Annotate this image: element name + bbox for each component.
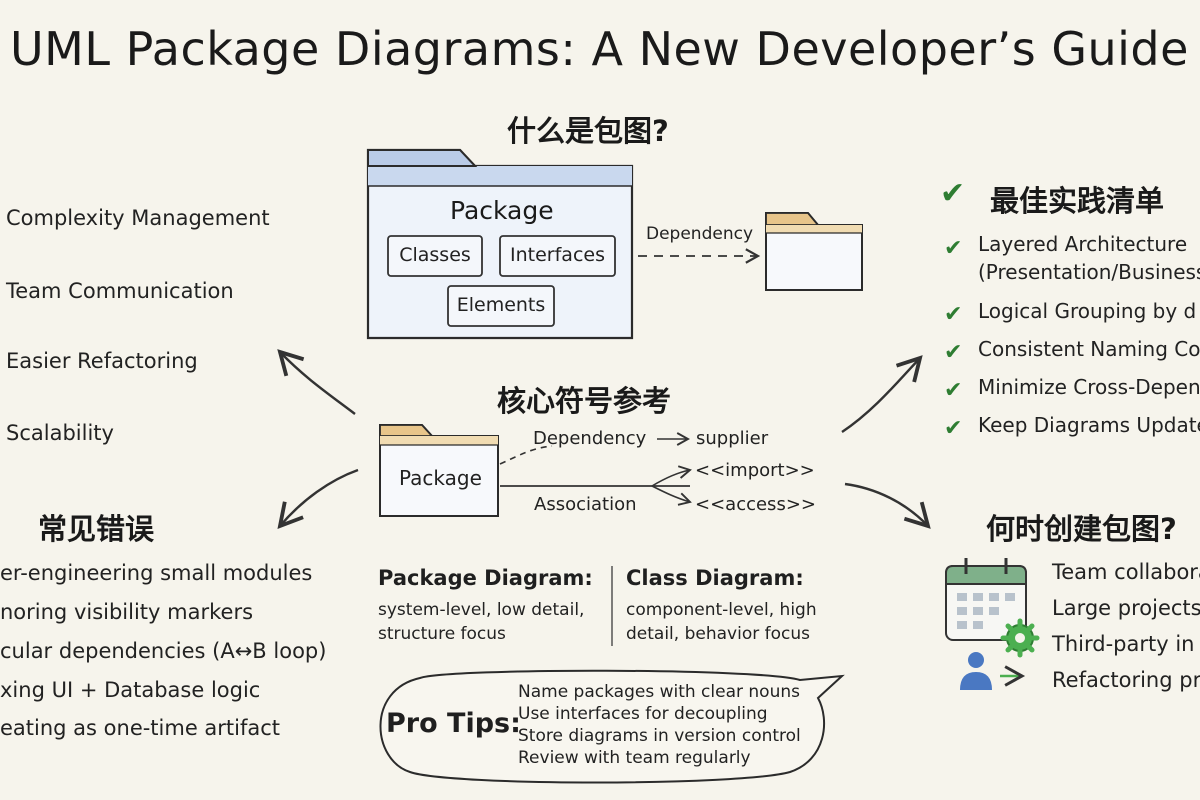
core-package-label: Package (399, 466, 482, 490)
classes-box: Classes (399, 244, 471, 266)
check-icon: ✔ (944, 340, 963, 365)
main-package-label: Package (450, 196, 554, 225)
dependency-dashed-line (499, 445, 553, 465)
access-arrow (651, 485, 692, 506)
access-label: <<access>> (695, 494, 816, 515)
interfaces-box: Interfaces (510, 244, 605, 266)
page-title: UML Package Diagrams: A New Developer’s … (10, 22, 1189, 76)
mistake-item: cular dependencies (A↔B loop) (0, 639, 327, 663)
mistakes-heading: 常见错误 (38, 512, 155, 546)
pro-tips-bubble (379, 669, 845, 784)
arrow-to-when (844, 482, 931, 529)
interfaces-box-shape (499, 235, 616, 277)
check-icon: ✔ (940, 176, 966, 211)
best-practice-item: Keep Diagrams Update (978, 413, 1200, 437)
package-diagram-title: Package Diagram: (378, 566, 593, 590)
when-item: Team collabora (1052, 560, 1200, 584)
benefit-item: Complexity Management (6, 206, 270, 230)
pro-tip-item: Review with team regularly (518, 748, 751, 768)
import-arrow (651, 465, 692, 487)
mistake-item: er-engineering small modules (0, 561, 313, 585)
main-package-folder (366, 148, 634, 340)
benefit-item: Scalability (6, 421, 114, 445)
pro-tip-item: Store diagrams in version control (518, 726, 801, 746)
check-icon: ✔ (944, 236, 963, 261)
person-icon-shape (960, 652, 1026, 690)
elements-box-shape (447, 285, 555, 327)
pro-tip-item: Use interfaces for decoupling (518, 704, 768, 724)
mistake-item: xing UI + Database logic (0, 678, 261, 702)
check-icon: ✔ (944, 302, 963, 327)
when-item: Third-party in (1052, 632, 1195, 656)
pro-tip-item: Name packages with clear nouns (518, 682, 800, 702)
what-is-heading: 什么是包图? (507, 114, 669, 148)
benefit-item: Team Communication (6, 279, 234, 303)
benefit-item: Easier Refactoring (6, 349, 198, 373)
import-label: <<import>> (695, 460, 815, 481)
association-label: Association (534, 494, 637, 515)
elements-box: Elements (456, 294, 546, 316)
arrow-to-mistakes (277, 468, 359, 530)
arrow-to-best-practices (841, 355, 923, 433)
core-package-folder (379, 424, 499, 517)
when-heading: 何时创建包图? (986, 512, 1177, 546)
class-diagram-title: Class Diagram: (626, 566, 804, 590)
best-practice-item: Logical Grouping by d (978, 299, 1197, 323)
supplier-label: supplier (696, 428, 769, 449)
when-item: Refactoring pr (1052, 668, 1200, 692)
mistake-item: eating as one-time artifact (0, 716, 281, 740)
check-icon: ✔ (944, 378, 963, 403)
best-practices-heading: 最佳实践清单 (990, 184, 1165, 218)
core-dependency-label: Dependency (533, 428, 647, 449)
calendar-icon-shape (945, 558, 1027, 641)
arrow-to-benefits (277, 349, 356, 415)
best-practice-item: Minimize Cross-Depen (978, 375, 1200, 399)
classes-box-shape (387, 235, 483, 277)
check-icon: ✔ (944, 416, 963, 441)
dependency-label: Dependency (646, 224, 754, 244)
best-practice-item: Layered Architecture (978, 232, 1188, 256)
class-diagram-line: component-level, high (626, 600, 817, 620)
target-package-folder (765, 212, 863, 291)
best-practice-item: (Presentation/Business (978, 260, 1200, 284)
mistake-item: noring visibility markers (0, 600, 254, 624)
when-item: Large projects (1052, 596, 1200, 620)
gear-icon-shape (1000, 618, 1040, 658)
package-diagram-line: structure focus (378, 624, 506, 644)
class-diagram-line: detail, behavior focus (626, 624, 810, 644)
pro-tips-label: Pro Tips: (386, 708, 521, 739)
best-practice-item: Consistent Naming Co (978, 337, 1200, 361)
package-diagram-line: system-level, low detail, (378, 600, 585, 620)
core-symbols-heading: 核心符号参考 (497, 384, 672, 418)
